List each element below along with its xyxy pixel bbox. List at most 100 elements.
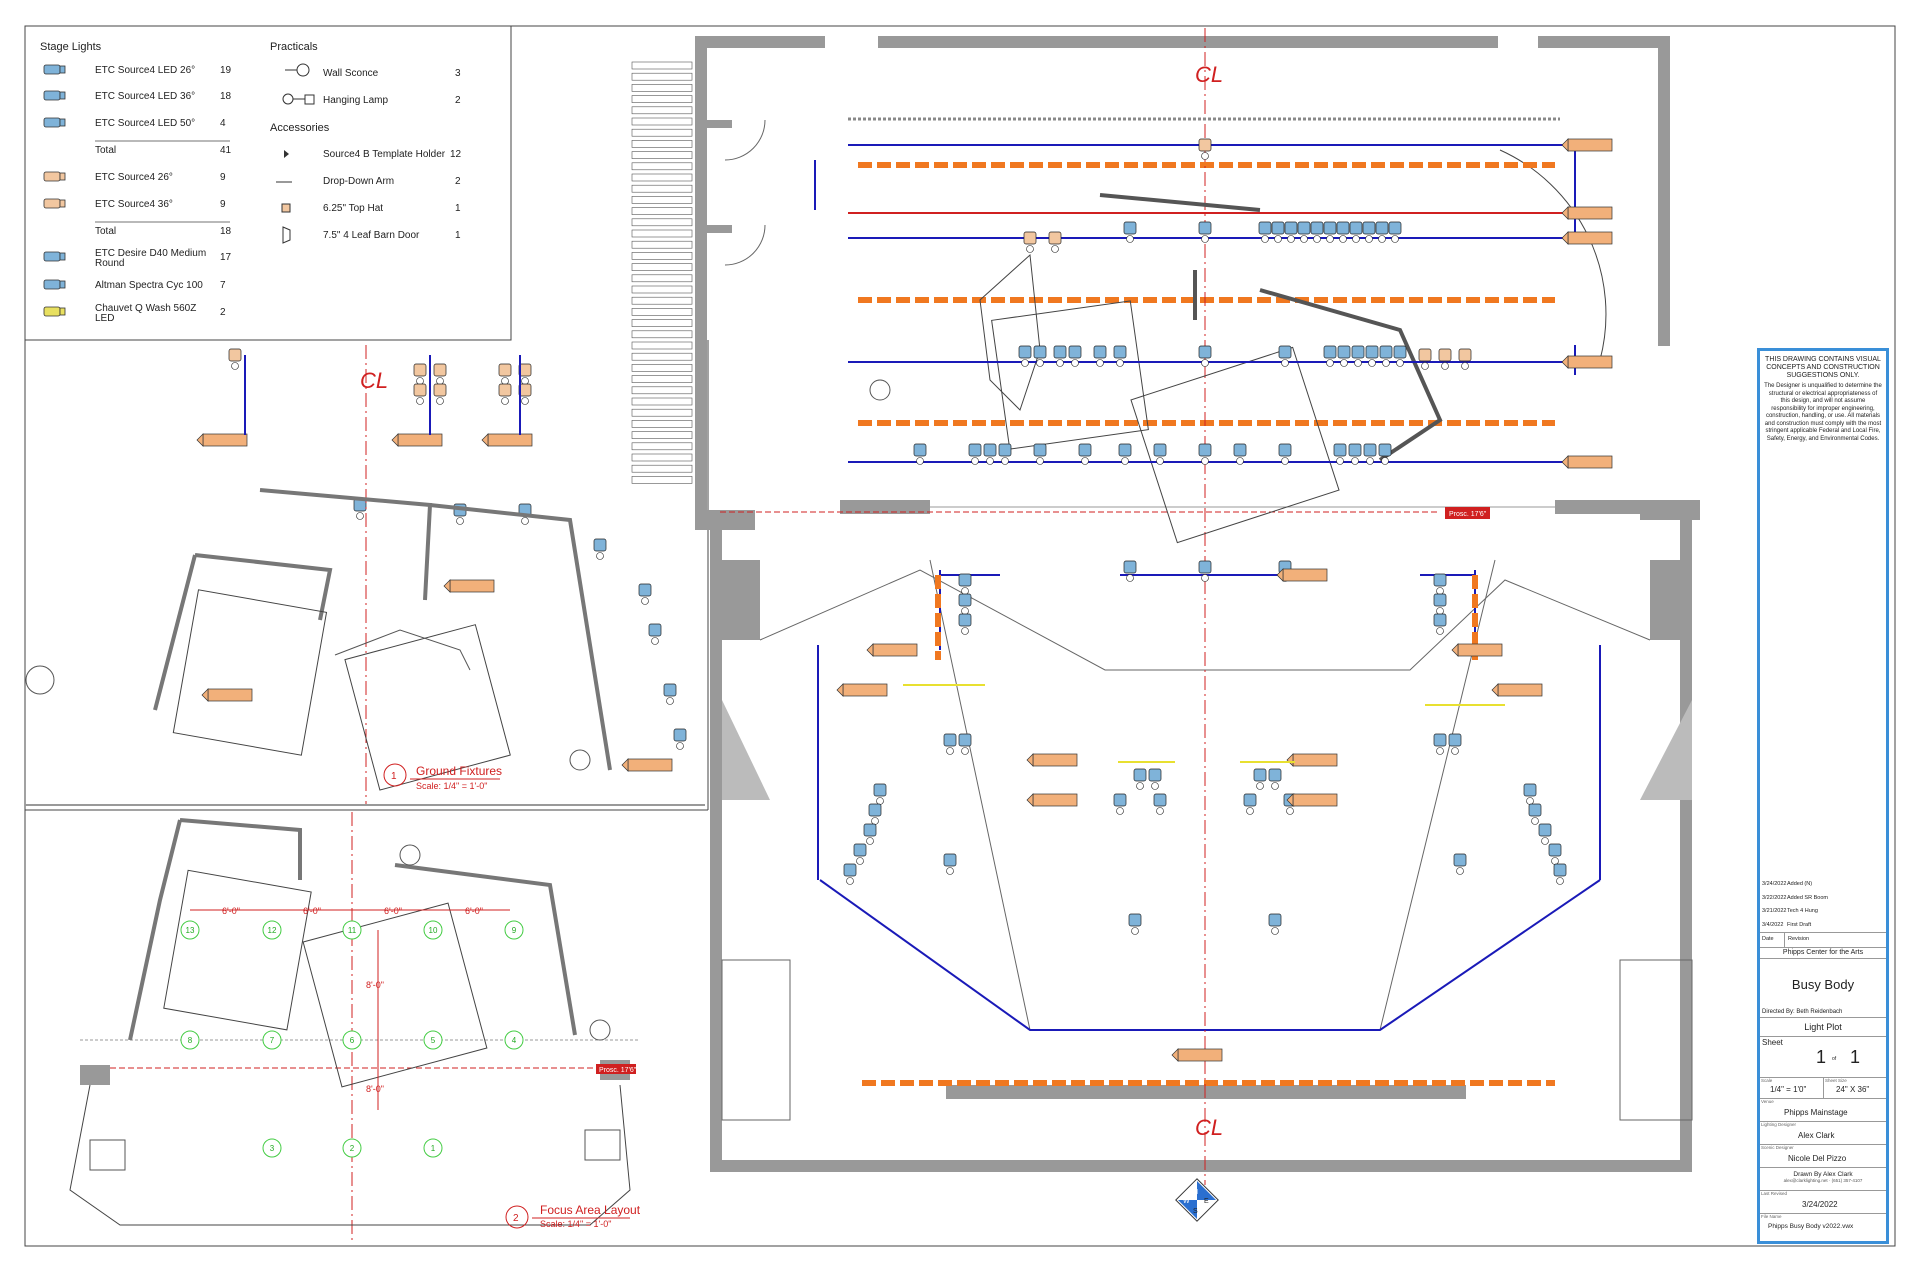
- fixture-icon: [1362, 221, 1376, 243]
- position-tag: [1276, 568, 1328, 582]
- legend-light-qty: 9: [220, 172, 226, 183]
- legend-light-row: Total 18: [95, 221, 232, 237]
- rev-date-header: Date: [1760, 933, 1785, 947]
- fixture-icon: [1388, 221, 1402, 243]
- contact: alex@clarklighting.net · (651) 357-4107: [1783, 1178, 1863, 1183]
- fixture-icon: [1023, 231, 1037, 253]
- fixture-icon: [1123, 221, 1137, 243]
- compass-e: E: [1204, 1198, 1209, 1205]
- last-revised: 3/24/2022: [1802, 1200, 1838, 1209]
- compass-w: W: [1183, 1198, 1190, 1205]
- legend-light-qty: 18: [220, 226, 232, 237]
- fixture-icon: [1148, 768, 1162, 790]
- focus-area-number: 10: [429, 926, 438, 935]
- scale: 1/4" = 1'0": [1770, 1085, 1807, 1094]
- position-tag: [1561, 231, 1613, 245]
- fixture-icon: [1284, 221, 1298, 243]
- position-tag: [201, 688, 253, 702]
- revision-date: 3/24/2022: [1762, 881, 1787, 887]
- fixture-icon: [958, 573, 972, 595]
- patch-row: [631, 352, 693, 361]
- revision-date: 3/21/2022: [1762, 908, 1787, 914]
- position-tag: [1451, 643, 1503, 657]
- fixture-icon: [1379, 345, 1393, 367]
- legend-accessory-row: Drop-Down Arm 2: [276, 176, 461, 187]
- legend-light-row: ETC Source4 LED 26°19: [43, 64, 232, 76]
- legend-light-name: Total: [95, 226, 116, 237]
- fixture-icon: [1118, 443, 1132, 465]
- legend-accessory-name: Source4 B Template Holder: [323, 149, 446, 160]
- focus-area-marker: 4: [504, 1030, 524, 1050]
- patch-row: [631, 319, 693, 327]
- disclaimer: THIS DRAWING CONTAINS VISUAL CONCEPTS AN…: [1760, 351, 1886, 443]
- focus-area-number: 13: [186, 926, 195, 935]
- legend-practical-row: Hanging Lamp 2: [282, 93, 461, 106]
- patch-row: [631, 106, 693, 115]
- focus-area-number: 2: [350, 1144, 355, 1153]
- file-name: Phipps Busy Body v2022.vwx: [1768, 1223, 1854, 1230]
- position-tag: [391, 433, 443, 447]
- legend-practical-row: Wall Sconce 3: [285, 63, 461, 79]
- disclaimer-body: The Designer is unqualified to determine…: [1764, 383, 1882, 442]
- patch-row: [631, 274, 693, 283]
- fixture-icon: [43, 279, 66, 290]
- fixture-icon: [1365, 345, 1379, 367]
- legend-practical-qty: 2: [455, 95, 461, 106]
- fixture-icon: [353, 498, 367, 520]
- patch-row: [631, 117, 693, 126]
- revised-label: Last Revised: [1761, 1191, 1788, 1196]
- legend-light-name: ETC Source4 36°: [95, 199, 173, 210]
- fixture-icon: [1418, 348, 1432, 370]
- fixture-icon: [1433, 593, 1447, 615]
- legend-practical-name: Hanging Lamp: [323, 95, 388, 106]
- ld-label: Lighting Designer: [1761, 1122, 1797, 1127]
- fixture-icon: [498, 363, 512, 385]
- position-tag: [1561, 455, 1613, 469]
- drawing-scale: Scale: 1/4" = 1'-0": [540, 1219, 611, 1229]
- sheet-total: 1: [1850, 1047, 1861, 1067]
- patch-row: [631, 128, 693, 137]
- fixture-icon: [943, 733, 957, 755]
- patch-row: [631, 364, 693, 372]
- fixture-icon: [1336, 221, 1350, 243]
- focus-area-marker: 11: [342, 920, 362, 940]
- legend-light-row: ETC Source4 LED 36°18: [43, 90, 232, 102]
- fixture-icon: [663, 683, 677, 705]
- position-tag: [1286, 793, 1338, 807]
- fixture-icon: [1033, 345, 1047, 367]
- fixture-icon: [413, 383, 427, 405]
- focus-area-marker: 3: [262, 1138, 282, 1158]
- legend-accessory-name: 6.25" Top Hat: [323, 203, 383, 214]
- fixture-icon: [1297, 221, 1311, 243]
- focus-area-number: 9: [512, 926, 517, 935]
- patch-row: [631, 61, 693, 70]
- patch-row: [631, 476, 693, 484]
- legend-accessory-qty: 1: [455, 203, 461, 214]
- sheet-of: of: [1832, 1056, 1837, 1062]
- fixture-icon: [958, 613, 972, 635]
- patch-row: [631, 464, 693, 473]
- legend-accessory-row: Source4 B Template Holder 12: [284, 149, 462, 160]
- fixture-icon: [1018, 345, 1032, 367]
- compass-n: N: [1193, 1189, 1198, 1196]
- fixture-icon: [1233, 443, 1247, 465]
- legend-light-name: Altman Spectra Cyc 100: [95, 280, 203, 291]
- fixture-icon: [413, 363, 427, 385]
- patch-row: [631, 207, 693, 215]
- drawn-by: Drawn By Alex Clark: [1793, 1171, 1853, 1178]
- patch-row: [631, 296, 693, 305]
- fixture-icon: [1433, 733, 1447, 755]
- fixture-icon: [43, 306, 66, 317]
- legend-light-qty: 19: [220, 65, 232, 76]
- legend-practical-qty: 3: [455, 68, 461, 79]
- fixture-icon: [1243, 793, 1257, 815]
- patch-row: [631, 140, 693, 148]
- legend-accessories-header: Accessories: [270, 122, 330, 134]
- legend-stage-lights-header: Stage Lights: [40, 41, 102, 53]
- compass-icon: N E S W: [1175, 1178, 1219, 1222]
- patch-row: [631, 341, 693, 350]
